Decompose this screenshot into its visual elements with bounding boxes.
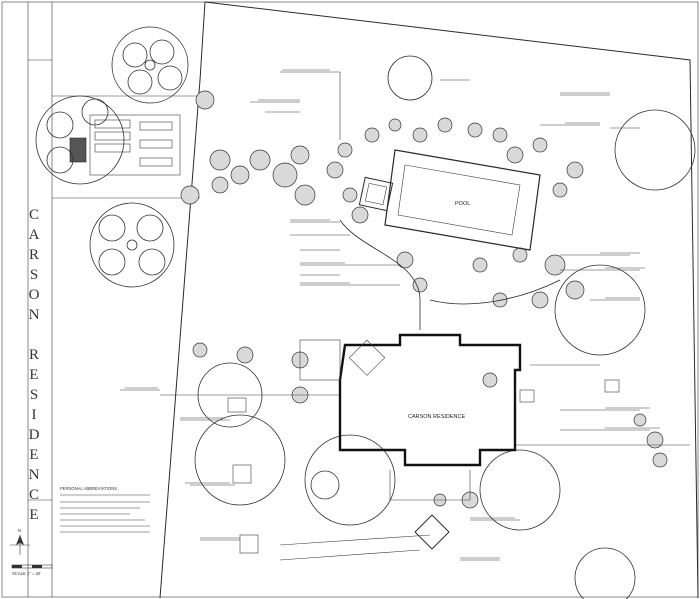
canopy-tree <box>194 414 286 506</box>
scale-label: SCALE 1" = 20' <box>12 571 41 576</box>
planter <box>239 534 259 554</box>
title-letter: E <box>29 367 41 383</box>
pool-label: POOL <box>455 201 470 207</box>
property-line-north-east <box>204 1 699 599</box>
title-letter <box>25 325 45 345</box>
title-letter: A <box>28 227 42 243</box>
north-label: N <box>18 528 21 533</box>
planter <box>519 389 535 403</box>
shrub-bed <box>192 342 668 509</box>
title-letter: R <box>28 247 41 263</box>
title-letter: E <box>29 507 41 523</box>
project-title: C A R S O N R E S I D E N C E <box>25 205 45 525</box>
north-arrow-icon <box>10 535 30 555</box>
garden-path <box>339 219 421 330</box>
canopy-tree <box>554 264 646 356</box>
shrub-bed <box>180 90 316 206</box>
title-letter: S <box>29 267 41 283</box>
legend-heading: PERSONAL ABBREVIATIONS <box>60 486 117 491</box>
title-letter: N <box>28 307 42 323</box>
title-letter: R <box>28 347 41 363</box>
shrub-bed <box>326 117 584 224</box>
title-letter: N <box>28 467 42 483</box>
canopy-tree <box>111 26 189 104</box>
title-letter: D <box>28 427 42 443</box>
shrub-bed <box>396 247 585 309</box>
patio-feature <box>348 339 386 376</box>
annotation-leaders <box>120 71 650 561</box>
planter <box>604 379 620 393</box>
canopy-tree <box>89 202 175 288</box>
neighbor-garden <box>69 114 181 176</box>
pool <box>358 149 541 251</box>
scale-bar <box>11 564 53 569</box>
canopy-tree <box>35 95 125 185</box>
ornamental-tree <box>310 470 340 500</box>
annotation-text-marks <box>125 69 660 559</box>
canopy-tree <box>479 449 561 531</box>
title-letter: C <box>28 207 41 223</box>
house-footprint <box>338 333 522 467</box>
front-walk <box>389 470 471 501</box>
title-letter: I <box>31 407 39 423</box>
patio <box>299 339 341 381</box>
driveway <box>279 534 431 561</box>
property-line-west <box>159 1 206 599</box>
title-letter: O <box>28 287 42 303</box>
title-letter: S <box>29 387 41 403</box>
abbreviations-legend <box>60 494 150 533</box>
planter <box>232 464 252 484</box>
title-letter: E <box>29 447 41 463</box>
canopy-tree <box>304 434 396 526</box>
entry-feature <box>414 514 450 550</box>
canopy-tree <box>614 109 696 191</box>
house-label: CARSON RESIDENCE <box>408 414 465 420</box>
specimen-tree <box>387 55 433 101</box>
planter <box>227 397 247 413</box>
canopy-tree <box>574 547 636 599</box>
garden-path <box>429 279 561 305</box>
title-letter: C <box>28 487 41 503</box>
